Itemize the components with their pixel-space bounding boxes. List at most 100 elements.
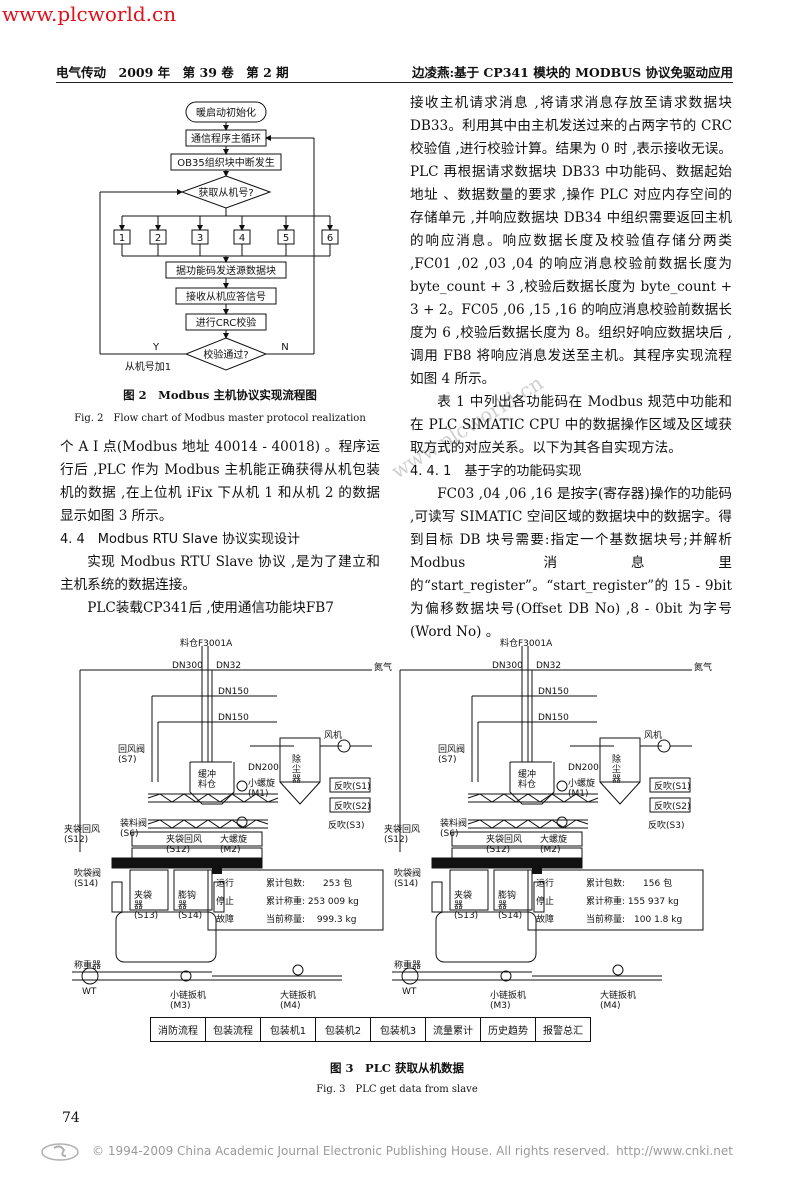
section-heading-4-4-1: 4. 4. 1 基于字的功能码实现 xyxy=(410,464,582,479)
blow-s3-label-2: 反吹(S3) xyxy=(648,819,684,831)
flow-start-label: 暖启动初始化 xyxy=(196,106,256,119)
status-stop-2: 停止 xyxy=(536,895,554,907)
silo-label-1: 料仓F3001A xyxy=(180,637,233,649)
small-chain-label-2: 小链扳机(M3) xyxy=(490,989,526,1011)
pipe-dn150b-1: DN150 xyxy=(218,713,249,723)
metric-count-1: 累计包数: 253 包 xyxy=(266,877,352,889)
tab-fire-process[interactable]: 消防流程 xyxy=(151,1018,206,1041)
blow-valve-label-2: 吹袋阀(S14) xyxy=(394,867,421,889)
blow-valve-label-1: 吹袋阀(S14) xyxy=(74,867,101,889)
flow-receive-label: 接收从机应答信号 xyxy=(186,290,266,303)
flow-get-slave-label: 获取从机号? xyxy=(198,186,253,199)
figure-2: 暖启动初始化 通信程序主循环 OB35组织块中断发生 获取从机号? 1 2 3 … xyxy=(60,92,380,424)
small-chain-label-1: 小链扳机(M3) xyxy=(170,989,206,1011)
site-watermark-url: www.plcworld.cn xyxy=(2,2,177,26)
metric-total-weight-1: 累计称重: 253 009 kg xyxy=(266,895,359,907)
small-screw-label-2: 小螺旋(M1) xyxy=(568,777,595,799)
tab-packer-2[interactable]: 包装机2 xyxy=(316,1018,371,1041)
dust-collector-label-1: 除尘器 xyxy=(292,753,301,785)
flow-branch-6: 6 xyxy=(327,233,333,244)
tab-flow-total[interactable]: 流量累计 xyxy=(426,1018,481,1041)
figure-3-caption-en: Fig. 3 PLC get data from slave xyxy=(316,1084,478,1095)
flow-check-label: 校验通过? xyxy=(203,348,248,361)
paragraph: PLC装载CP341后 ,使用通信功能块FB7 xyxy=(87,600,334,616)
flow-branch-2: 2 xyxy=(155,233,161,244)
flow-increment-label: 从机号加1 xyxy=(125,360,171,373)
tab-packer-1[interactable]: 包装机1 xyxy=(261,1018,316,1041)
big-screw-label-2: 大螺旋(M2) xyxy=(540,833,567,855)
flow-branch-1: 1 xyxy=(119,233,125,244)
paragraph: 个 A I 点(Modbus 地址 40014 - 40018) 。程序运行后 … xyxy=(60,439,380,524)
pipe-dn150a-2: DN150 xyxy=(538,687,569,697)
big-screw-label-1: 大螺旋(M2) xyxy=(220,833,247,855)
paragraph: 表 1 中列出各功能码在 Modbus 规范中功能和在 PLC SIMATIC … xyxy=(410,394,732,456)
status-fault-2: 故障 xyxy=(536,913,554,925)
paragraph: 实现 Modbus RTU Slave 协议 ,是为了建立和主机系统的数据连接。 xyxy=(60,554,380,593)
clamp-label-1: 夹袋器(S13) xyxy=(134,889,158,921)
bag-return-label-2: 夹袋回风(S12) xyxy=(384,823,420,845)
figure-3-caption-cn: 图 3 PLC 获取从机数据 xyxy=(330,1061,464,1075)
flow-branch-3: 3 xyxy=(197,233,203,244)
blow-s1-label-1: 反吹(S1) xyxy=(334,780,370,792)
status-run-2: 运行 xyxy=(536,877,554,889)
return-valve-label-2: 回风阀(S7) xyxy=(438,744,465,765)
pipe-dn200-2: DN200 xyxy=(568,763,599,773)
footer-url[interactable]: http://www.cnki.net xyxy=(616,1144,733,1158)
pipe-dn150b-2: DN150 xyxy=(538,713,569,723)
feed-valve-label-2: 装料阀(S6) xyxy=(440,817,467,839)
status-run-1: 运行 xyxy=(216,877,234,889)
metric-current-weight-2: 当前称量: 100 1.8 kg xyxy=(586,913,682,925)
blow-s1-label-2: 反吹(S1) xyxy=(654,780,690,792)
pipe-dn32-2: DN32 xyxy=(536,661,561,671)
nitrogen-label-1: 氮气 xyxy=(374,661,392,673)
scada-nav-bar: 消防流程 包装流程 包装机1 包装机2 包装机3 流量累计 历史趋势 报警总汇 xyxy=(150,1017,591,1042)
flow-no-label: N xyxy=(281,342,288,353)
silo-label-2: 料仓F3001A xyxy=(500,637,553,649)
clamp-return-label-2: 夹袋回风(S12) xyxy=(486,833,522,855)
blow-s2-label-2: 反吹(S2) xyxy=(654,800,690,812)
footer-copyright: © 1994-2009 China Academic Journal Elect… xyxy=(92,1144,610,1158)
blow-s2-label-1: 反吹(S2) xyxy=(334,800,370,812)
bag-return-label-1: 夹袋回风(S12) xyxy=(64,823,100,845)
status-stop-1: 停止 xyxy=(216,895,234,907)
running-head-journal: 电气传动 2009 年 第 39 卷 第 2 期 xyxy=(56,65,289,80)
paragraph: FC03 ,04 ,06 ,16 是按字(寄存器)操作的功能码 ,可读写 SIM… xyxy=(410,486,732,640)
bulge-label-2: 膨钩器(S14) xyxy=(498,889,522,921)
running-head-title: 边凌燕:基于 CP341 模块的 MODBUS 协议免驱动应用 xyxy=(411,65,733,80)
flow-send-label: 据功能码发送源数据块 xyxy=(176,264,276,277)
wt-label-1: WT xyxy=(82,987,97,997)
big-chain-label-2: 大链扳机(M4) xyxy=(600,989,636,1011)
paragraph: 接收主机请求消息 ,将请求消息存放至请求数据块 DB33。利用其中由主机发送过来… xyxy=(410,95,732,387)
flow-branch-4: 4 xyxy=(239,233,245,244)
dust-collector-label-2: 除尘器 xyxy=(612,753,621,785)
tab-packer-3[interactable]: 包装机3 xyxy=(371,1018,426,1041)
return-valve-label-1: 回风阀(S7) xyxy=(118,744,145,765)
tab-packing-process[interactable]: 包装流程 xyxy=(206,1018,261,1041)
nitrogen-label-2: 氮气 xyxy=(694,661,712,673)
scada-diagram: 料仓F3001A 氮气 DN300 DN32 DN150 DN150 DN200… xyxy=(64,637,712,1011)
status-fault-1: 故障 xyxy=(216,913,234,925)
clamp-return-label-1: 夹袋回风(S12) xyxy=(166,833,202,855)
pipe-dn32-1: DN32 xyxy=(216,661,241,671)
section-heading-4-4: 4. 4 Modbus RTU Slave 协议实现设计 xyxy=(60,532,300,547)
flow-crc-label: 进行CRC校验 xyxy=(196,316,256,329)
buffer-bin-label-1: 缓冲料仓 xyxy=(198,768,216,790)
pipe-dn200-1: DN200 xyxy=(248,763,279,773)
buffer-bin-label-2: 缓冲料仓 xyxy=(518,768,536,790)
flow-branch-5: 5 xyxy=(283,233,289,244)
tab-history-trend[interactable]: 历史趋势 xyxy=(481,1018,536,1041)
flowchart-diagram: 暖启动初始化 通信程序主循环 OB35组织块中断发生 获取从机号? 1 2 3 … xyxy=(99,101,339,373)
header-rule xyxy=(56,82,733,83)
tab-alarm-summary[interactable]: 报警总汇 xyxy=(543,1026,583,1037)
flow-interrupt-label: OB35组织块中断发生 xyxy=(177,156,274,169)
figure-2-caption-en: Fig. 2 Flow chart of Modbus master proto… xyxy=(74,413,366,424)
right-column-text: 接收主机请求消息 ,将请求消息存放至请求数据块 DB33。利用其中由主机发送过来… xyxy=(410,92,732,644)
fan-label-2: 风机 xyxy=(644,729,662,741)
feed-valve-label-1: 装料阀(S6) xyxy=(120,817,147,839)
scale-label-2: 称重器 xyxy=(394,959,421,971)
flow-yes-label: Y xyxy=(152,342,160,353)
small-screw-label-1: 小螺旋(M1) xyxy=(248,777,275,799)
pipe-dn300-2: DN300 xyxy=(492,661,523,671)
pipe-dn150a-1: DN150 xyxy=(218,687,249,697)
cnki-logo-icon xyxy=(41,1143,79,1161)
